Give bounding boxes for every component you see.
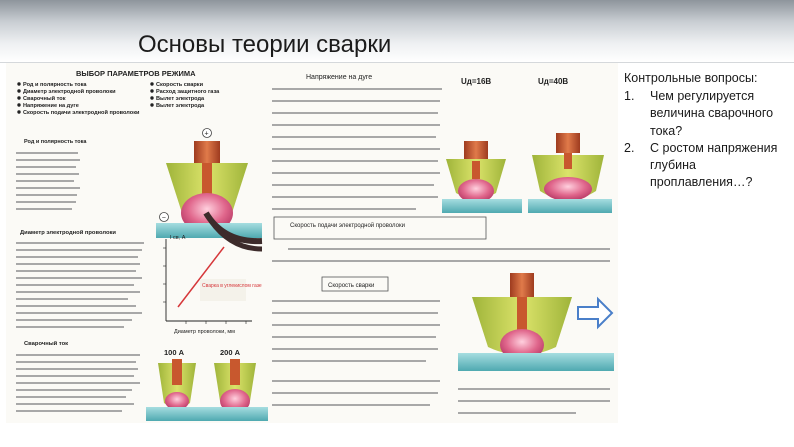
diameter-text bbox=[16, 242, 144, 328]
svg-text:Скорость сварки: Скорость сварки bbox=[156, 82, 204, 88]
questions-heading: Контрольные вопросы: bbox=[624, 71, 758, 85]
arrow-right-icon bbox=[577, 296, 614, 330]
control-questions: Контрольные вопросы: 1. Чем регулируется… bbox=[624, 70, 792, 191]
parameters-heading: ВЫБОР ПАРАМЕТРОВ РЕЖИМА bbox=[76, 69, 196, 78]
parameters-list-left: Род и полярность тока Диаметр электродно… bbox=[17, 82, 140, 116]
question-number: 1. bbox=[624, 89, 635, 104]
svg-text:100 А: 100 А bbox=[164, 348, 185, 357]
svg-text:Uд=40В: Uд=40В bbox=[538, 77, 568, 86]
section-current-type-heading: Род и полярность тока bbox=[24, 139, 87, 145]
slide-title: Основы теории сварки bbox=[138, 31, 392, 58]
welding-speed-box: Скорость сварки bbox=[321, 276, 389, 292]
svg-text:Сварочный ток: Сварочный ток bbox=[23, 95, 66, 102]
svg-text:Скорость сварки: Скорость сварки bbox=[328, 283, 374, 289]
svg-text:Скорость подачи электродной пр: Скорость подачи электродной проволоки bbox=[23, 109, 140, 116]
svg-text:Напряжение на дуге: Напряжение на дуге bbox=[23, 103, 79, 109]
welding-speed-illustration bbox=[458, 273, 614, 371]
current-diameter-graph: I св, А Сварка в углекислом газе Диаметр… bbox=[163, 235, 262, 335]
voltage-heading: Напряжение на дуге bbox=[306, 74, 372, 81]
svg-text:Uд=16В: Uд=16В bbox=[461, 77, 491, 86]
question-item: 2. С ростом напряжения глубина проплавле… bbox=[624, 140, 792, 192]
svg-text:Расход защитного газа: Расход защитного газа bbox=[156, 89, 220, 95]
section-diameter-heading: Диаметр электродной проволоки bbox=[20, 229, 116, 236]
svg-text:Напряжение на дуге: Напряжение на дуге bbox=[306, 74, 372, 81]
svg-text:+: + bbox=[205, 131, 209, 138]
graph-x-label: Диаметр проволоки, мм bbox=[174, 329, 235, 335]
svg-text:Скорость подачи электродной пр: Скорость подачи электродной проволоки bbox=[290, 222, 405, 229]
svg-text:200 А: 200 А bbox=[220, 348, 241, 357]
voltage-16v-illustration: Uд=16В bbox=[442, 77, 522, 213]
header-divider bbox=[0, 62, 794, 63]
svg-text:Вылет электрода: Вылет электрода bbox=[156, 103, 205, 109]
voltage-text bbox=[272, 88, 442, 210]
current-200a-illustration: 200 А bbox=[212, 348, 268, 421]
current-type-text bbox=[16, 152, 80, 210]
section-current-heading: Сварочный ток bbox=[24, 340, 68, 347]
graph-legend: Сварка в углекислом газе bbox=[202, 283, 262, 289]
feed-speed-text bbox=[272, 248, 610, 262]
torch-illustration: + − bbox=[156, 128, 263, 252]
question-item: 1. Чем регулируется величина сварочного … bbox=[624, 88, 792, 140]
welding-parameters-poster: ВЫБОР ПАРАМЕТРОВ РЕЖИМА Род и полярность… bbox=[6, 63, 618, 423]
current-text bbox=[16, 354, 140, 412]
feed-speed-box: Скорость подачи электродной проволоки bbox=[273, 216, 487, 240]
question-text: С ростом напряжения глубина проплавления… bbox=[650, 140, 778, 190]
svg-text:Диаметр электродной проволоки: Диаметр электродной проволоки bbox=[23, 88, 116, 95]
current-100a-illustration: 100 А bbox=[146, 348, 212, 421]
welding-speed-text bbox=[272, 300, 440, 406]
svg-text:Диаметр электродной проволоки: Диаметр электродной проволоки bbox=[20, 229, 116, 236]
questions-list: 1. Чем регулируется величина сварочного … bbox=[624, 88, 792, 191]
svg-text:−: − bbox=[162, 215, 166, 222]
svg-text:ВЫБОР ПАРАМЕТРОВ РЕЖИМА: ВЫБОР ПАРАМЕТРОВ РЕЖИМА bbox=[76, 69, 196, 78]
slide-header bbox=[0, 0, 794, 62]
svg-text:Сварочный ток: Сварочный ток bbox=[24, 340, 68, 347]
svg-text:Род и полярность тока: Род и полярность тока bbox=[23, 82, 87, 88]
voltage-40v-illustration: Uд=40В bbox=[528, 77, 612, 213]
speed-note-text bbox=[458, 388, 610, 414]
question-number: 2. bbox=[624, 140, 635, 155]
question-text: Чем регулируется величина сварочного ток… bbox=[650, 89, 774, 138]
graph-y-label: I св, А bbox=[170, 235, 186, 241]
poster-illustration: ВЫБОР ПАРАМЕТРОВ РЕЖИМА Род и полярность… bbox=[16, 69, 614, 421]
parameters-list-right: Скорость сварки Расход защитного газа Вы… bbox=[150, 82, 220, 109]
svg-text:Вылет электрода: Вылет электрода bbox=[156, 96, 205, 102]
svg-text:Род и полярность тока: Род и полярность тока bbox=[24, 139, 87, 145]
